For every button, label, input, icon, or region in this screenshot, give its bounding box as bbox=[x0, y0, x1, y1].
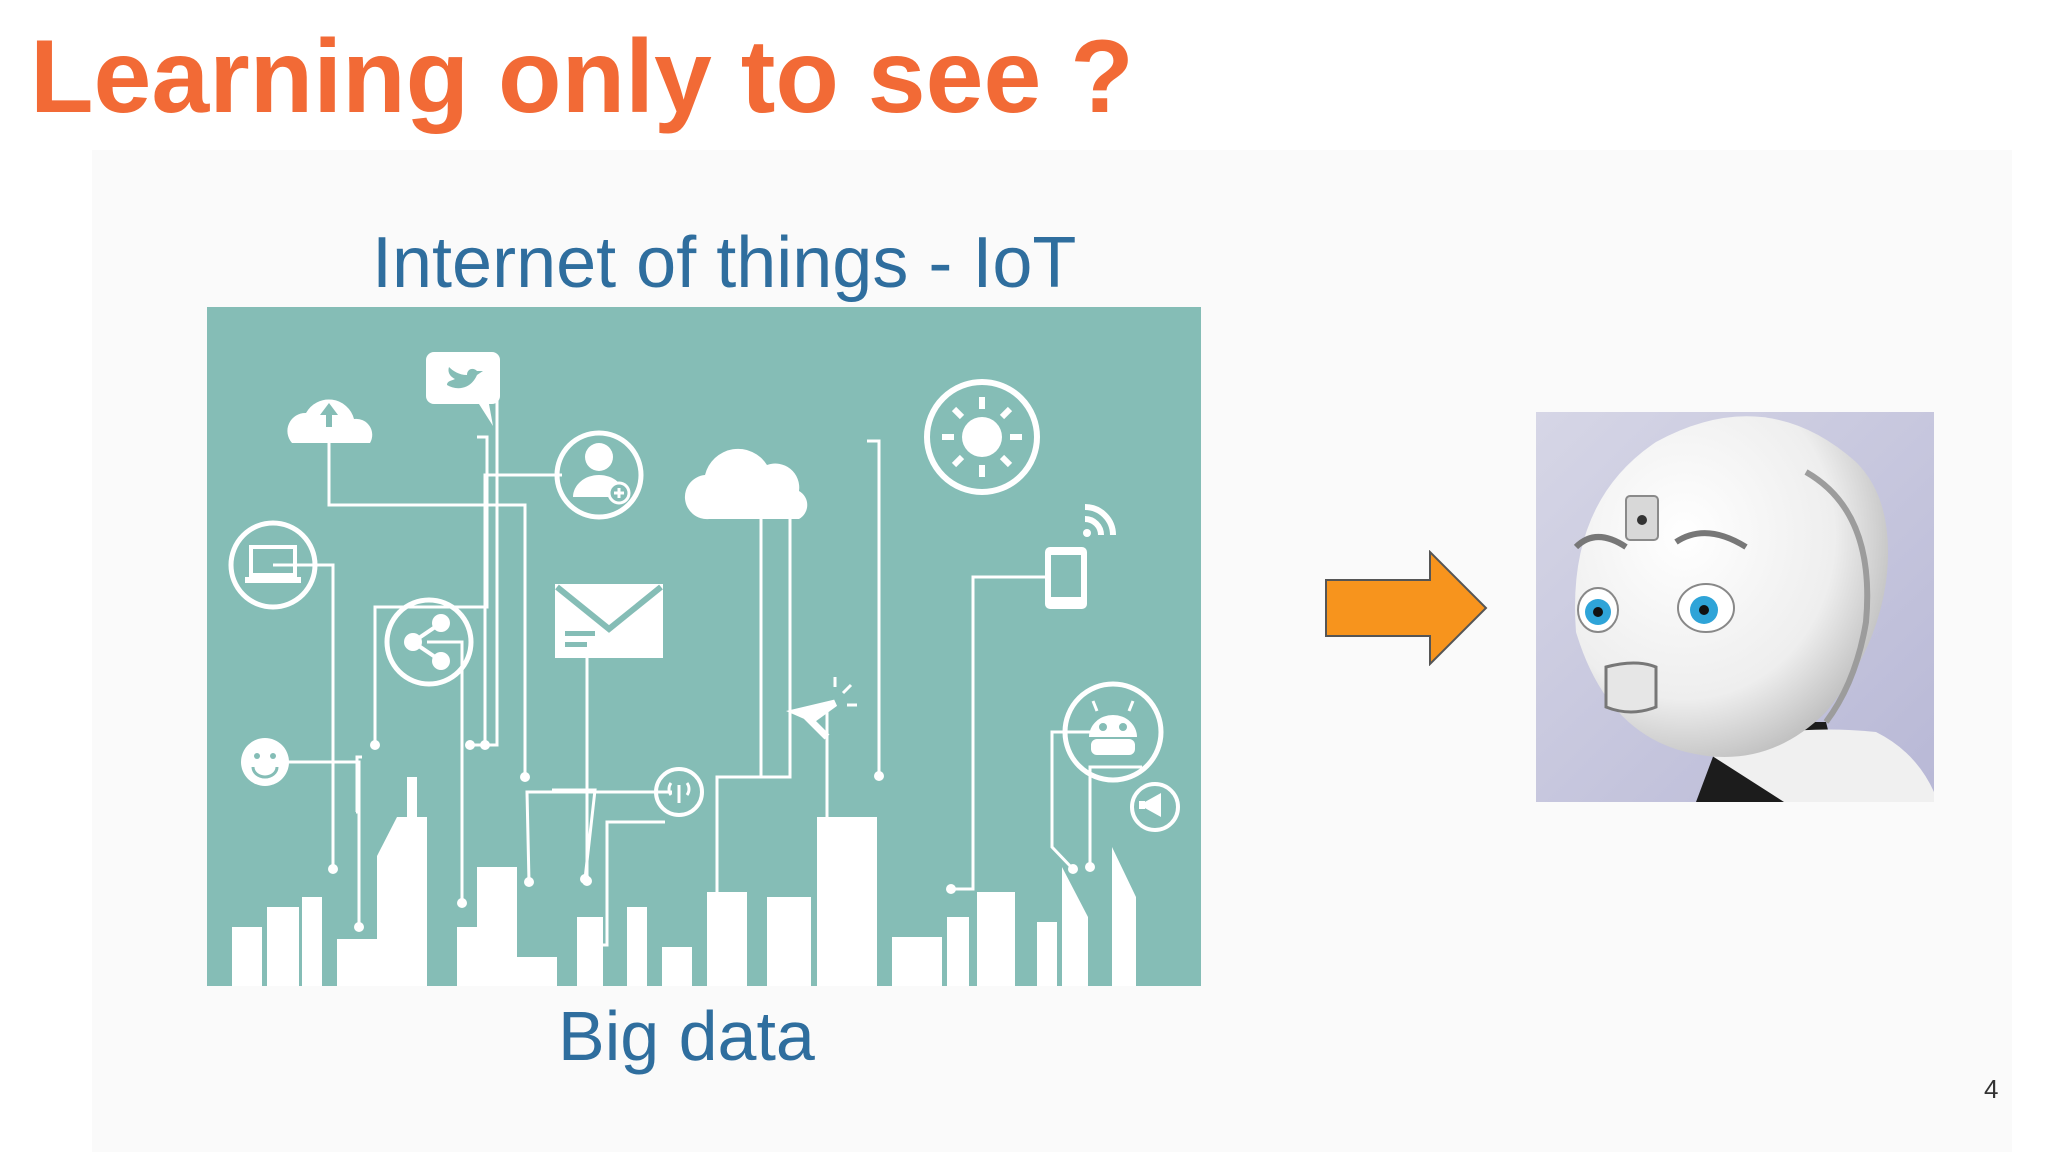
robot-head-image bbox=[1536, 412, 1934, 802]
robot-head-illustration bbox=[1536, 412, 1934, 802]
smiley-icon bbox=[241, 738, 289, 786]
mobile-wifi-icon bbox=[1045, 504, 1116, 609]
megaphone-icon bbox=[1130, 782, 1180, 832]
right-arrow-icon bbox=[1325, 550, 1488, 666]
page-number: 4 bbox=[1984, 1074, 1999, 1104]
big-data-caption: Big data bbox=[558, 997, 815, 1075]
twitter-bird-icon bbox=[426, 352, 500, 426]
cursor-click-icon bbox=[786, 677, 857, 740]
iot-caption: Internet of things - IoT bbox=[372, 223, 1077, 303]
cloud-icon bbox=[684, 448, 808, 520]
cloud-upload-icon bbox=[287, 399, 373, 443]
sun-icon bbox=[924, 379, 1040, 495]
share-icon bbox=[384, 597, 474, 687]
slide-title: Learning only to see ? bbox=[30, 19, 1134, 135]
robot-icon bbox=[1062, 681, 1164, 783]
laptop-icon bbox=[228, 520, 318, 610]
antenna-icon bbox=[654, 767, 704, 817]
city-skyline bbox=[232, 777, 1136, 986]
iot-illustration bbox=[207, 307, 1201, 986]
user-add-icon bbox=[554, 430, 644, 520]
envelope-icon bbox=[555, 584, 663, 658]
iot-network-graphic bbox=[228, 352, 1180, 986]
